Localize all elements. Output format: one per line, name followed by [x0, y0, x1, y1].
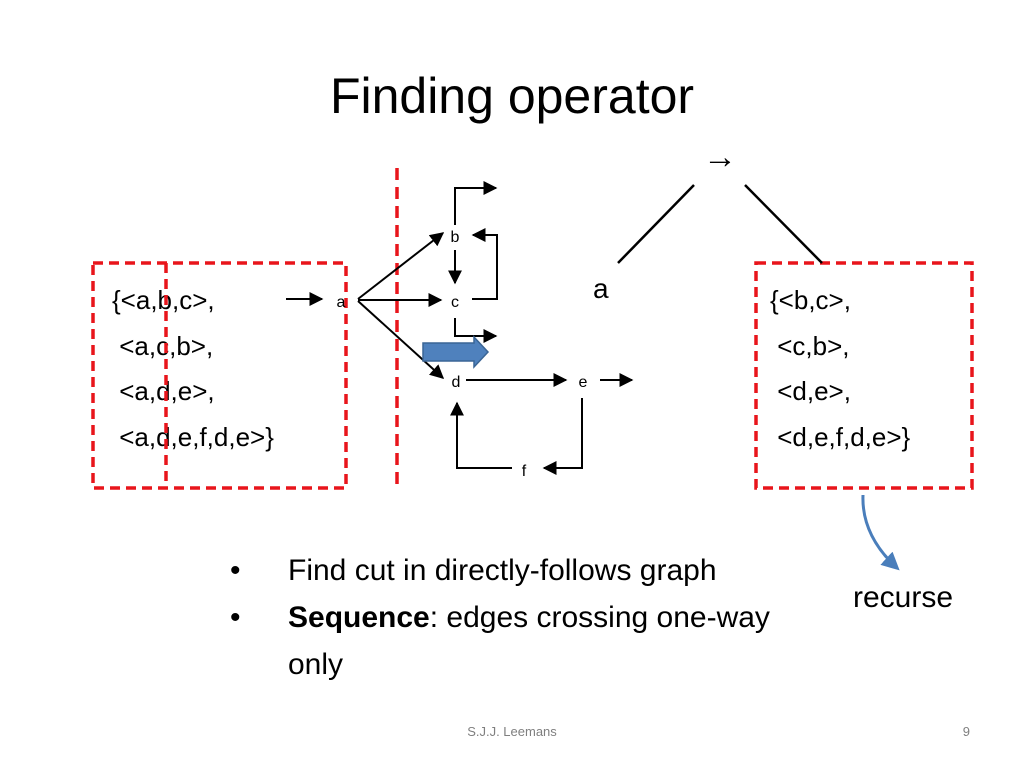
edge-c-b: [471, 228, 498, 300]
edge-a-d: [357, 300, 445, 379]
log-trace: <a,d,e,f,d,e>}: [112, 421, 274, 452]
log-trace: <d,e>,: [770, 376, 851, 406]
bullet-text: : edges crossing one-way only: [288, 601, 770, 681]
event-log-right: {<b,c>, <c,b>, <d,e>, <d,e,f,d,e>}: [770, 278, 910, 460]
bullet-symbol: •: [230, 601, 241, 634]
bullet-bold-term: Sequence: [288, 601, 430, 634]
cut-indicator-arrow: [422, 335, 490, 369]
edge-b-end: [454, 181, 498, 225]
bullet-item: • Find cut in directly-follows graph: [230, 547, 820, 594]
bullet-text: Find cut in directly-follows graph: [288, 554, 717, 587]
graph-node-c: c: [451, 294, 459, 311]
graph-node-f: f: [522, 463, 527, 480]
tree-branch-right: [744, 184, 823, 264]
bullet-list: • Find cut in directly-follows graph • Seq…: [230, 547, 820, 688]
graph-node-a: a: [337, 294, 346, 311]
bullet-symbol: •: [230, 554, 241, 587]
slide-title: Finding operator: [329, 68, 695, 124]
recurse-arrow: [861, 494, 900, 571]
edge-c-end: [454, 318, 498, 343]
graph-node-d: d: [452, 374, 461, 391]
graph-node-e: e: [579, 374, 588, 391]
log-trace: <c,b>,: [770, 330, 850, 361]
edge-a-b: [357, 232, 445, 300]
bullet-item: • Sequence: edges crossing one-way only: [230, 594, 820, 688]
graph-node-b: b: [451, 229, 460, 246]
log-trace: {<a,b,c>,: [112, 285, 215, 315]
tree-operator-symbol: →: [703, 138, 737, 176]
log-trace: {<b,c>,: [770, 285, 851, 315]
edge-e-f: [542, 398, 583, 475]
cut-box-left-outer: [91, 261, 348, 490]
tree-branch-left: [617, 184, 695, 264]
recurse-label: recurse: [853, 581, 954, 614]
cut-box-right: [754, 261, 974, 490]
log-trace: <d,e,f,d,e>}: [770, 421, 911, 452]
edge-f-d: [450, 401, 512, 469]
tree-leaf-a: a: [593, 273, 609, 304]
footer-author: S.J.J. Leemans: [467, 724, 557, 739]
page-number: 9: [962, 724, 970, 739]
